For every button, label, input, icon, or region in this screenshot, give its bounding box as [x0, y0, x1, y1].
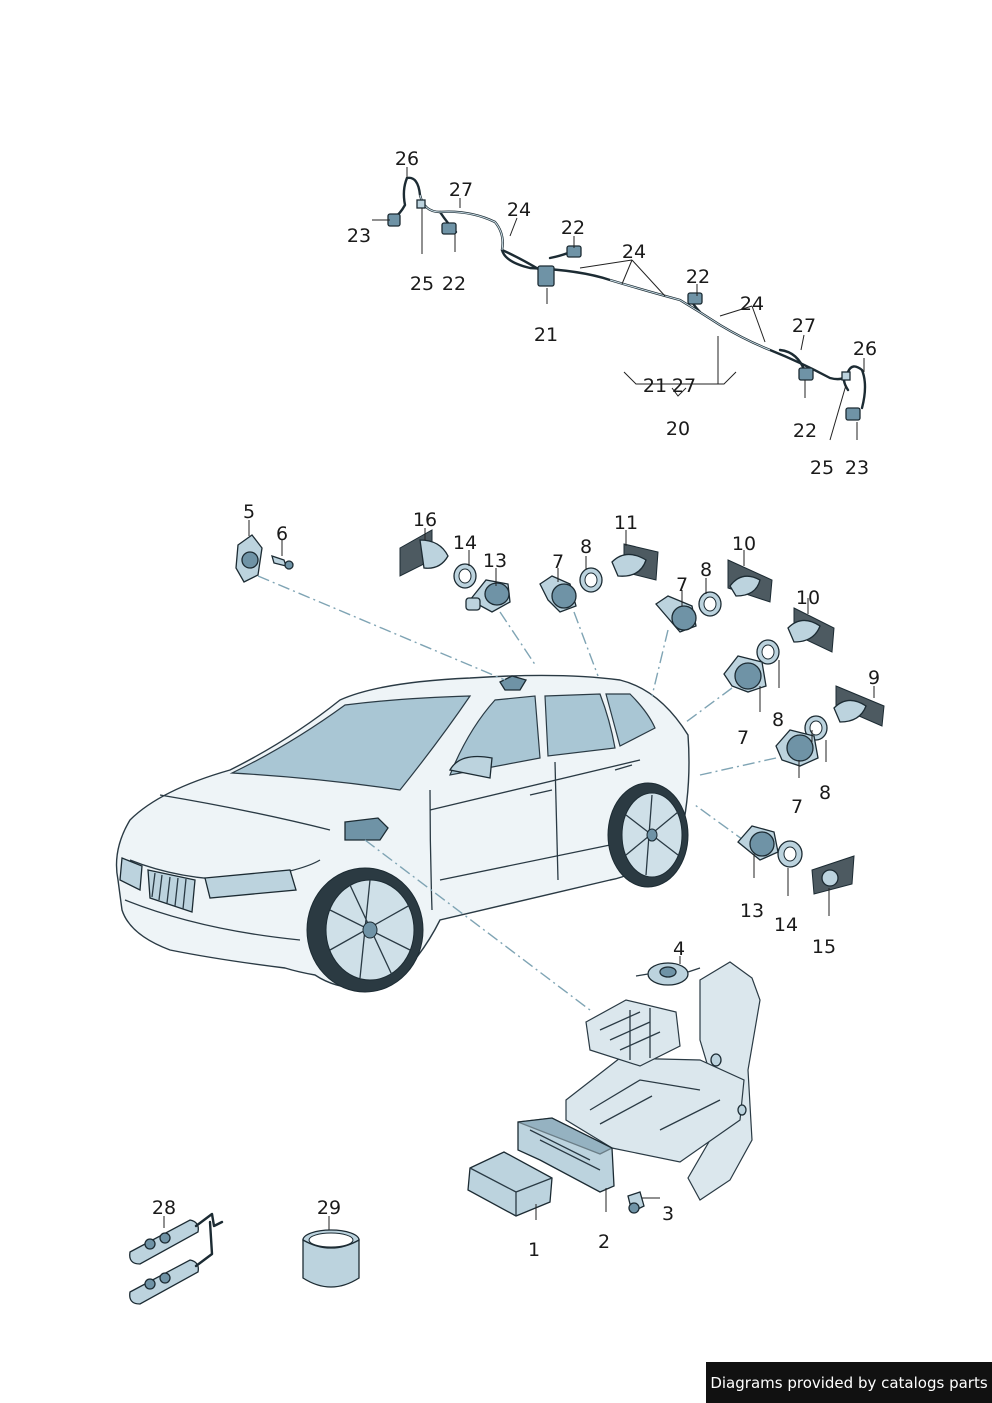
callout-27: 27 — [449, 179, 473, 201]
callout-7: 7 — [552, 551, 564, 573]
callout-11: 11 — [614, 512, 638, 534]
part-6-screw — [271, 554, 294, 570]
part-2-control-unit — [517, 1117, 615, 1193]
callout-1: 1 — [528, 1239, 540, 1261]
part-16-bracket — [399, 529, 449, 577]
part-8-ring-d — [804, 715, 828, 741]
part-7-sensor-c — [723, 655, 767, 693]
callout-7: 7 — [676, 574, 688, 596]
connector-22c — [687, 292, 703, 305]
callout-25: 25 — [810, 457, 834, 479]
part-7-sensor-b — [655, 595, 697, 633]
connector-23b — [845, 407, 861, 421]
part-15-bracket — [811, 855, 855, 895]
callout-22: 22 — [442, 273, 466, 295]
roof-module — [499, 675, 527, 691]
part-1-control-unit — [467, 1151, 553, 1217]
callout-7: 7 — [737, 727, 749, 749]
callout-3: 3 — [662, 1203, 674, 1225]
callout-7: 7 — [791, 796, 803, 818]
callout-27: 27 — [672, 375, 696, 397]
callout-2: 2 — [598, 1231, 610, 1253]
callout-10: 10 — [732, 533, 756, 555]
part-13-sensor-b — [737, 825, 779, 861]
callout-25: 25 — [410, 273, 434, 295]
part-5-speaker — [235, 534, 263, 583]
part-10-bracket-a — [727, 559, 773, 603]
credit-banner: Diagrams provided by catalogs parts — [706, 1362, 992, 1403]
callout-26: 26 — [395, 148, 419, 170]
callout-8: 8 — [819, 782, 831, 804]
callout-13: 13 — [483, 550, 507, 572]
callout-8: 8 — [580, 536, 592, 558]
callout-24: 24 — [622, 241, 646, 263]
callout-16: 16 — [413, 509, 437, 531]
callout-22: 22 — [686, 266, 710, 288]
callout-21: 21 — [643, 375, 667, 397]
callout-6: 6 — [276, 523, 288, 545]
part-11-bracket — [611, 543, 659, 581]
part-14-ring — [453, 563, 477, 589]
callout-10: 10 — [796, 587, 820, 609]
callout-26: 26 — [853, 338, 877, 360]
part-14-ring-b — [777, 840, 803, 868]
connector-22a — [441, 222, 457, 235]
callout-8: 8 — [700, 559, 712, 581]
part-10-bracket-b — [787, 607, 835, 653]
callout-14: 14 — [774, 914, 798, 936]
callout-5: 5 — [243, 501, 255, 523]
part-8-ring-b — [698, 591, 722, 617]
connector-21 — [537, 265, 555, 287]
callout-13: 13 — [740, 900, 764, 922]
part-4-sounder — [635, 962, 701, 986]
callout-labels: 26 27 24 23 25 22 22 24 21 22 24 27 26 2… — [152, 148, 880, 1261]
callout-22: 22 — [793, 420, 817, 442]
control-unit-location — [344, 817, 389, 841]
callout-8: 8 — [772, 709, 784, 731]
callout-15: 15 — [812, 936, 836, 958]
car-illustration — [115, 674, 690, 993]
part-3-clip — [627, 1191, 645, 1214]
callout-24: 24 — [740, 293, 764, 315]
callout-28: 28 — [152, 1197, 176, 1219]
part-8-ring-c — [756, 639, 780, 665]
connector-22d — [798, 367, 814, 381]
callout-29: 29 — [317, 1197, 341, 1219]
part-13-sensor — [465, 579, 511, 613]
callout-23: 23 — [347, 225, 371, 247]
callout-27: 27 — [792, 315, 816, 337]
part-29-tape — [302, 1229, 360, 1288]
mounting-bracket — [565, 961, 761, 1201]
callout-24: 24 — [507, 199, 531, 221]
part-7-sensor-a — [539, 575, 577, 613]
callout-14: 14 — [453, 532, 477, 554]
rear-wheel — [607, 782, 689, 888]
callout-20: 20 — [666, 418, 690, 440]
part-8-ring-a — [579, 567, 603, 593]
callout-22: 22 — [561, 217, 585, 239]
callout-23: 23 — [845, 457, 869, 479]
callout-9: 9 — [868, 667, 880, 689]
grommet-25b — [841, 371, 851, 381]
part-9-bracket — [833, 685, 885, 727]
part-28-repair-wires — [129, 1212, 224, 1305]
callout-4: 4 — [673, 938, 685, 960]
part-7-sensor-d — [775, 729, 819, 767]
grommet-25a — [416, 199, 426, 209]
wiring-harness — [387, 176, 867, 421]
front-wheel — [306, 867, 424, 993]
callout-21: 21 — [534, 324, 558, 346]
credit-text: Diagrams provided by catalogs parts — [710, 1373, 988, 1392]
